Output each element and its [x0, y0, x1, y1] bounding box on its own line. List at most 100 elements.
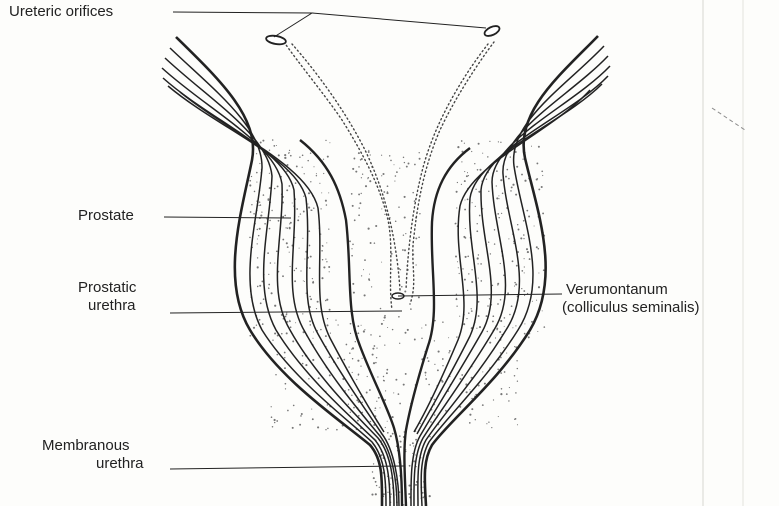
stipple-dot	[524, 266, 525, 267]
stipple-dot	[387, 185, 389, 187]
stipple-dot	[521, 174, 523, 176]
stipple-dot	[475, 189, 476, 190]
stipple-dot	[478, 191, 480, 193]
stipple-dot	[318, 377, 320, 379]
stipple-dot	[521, 288, 522, 289]
stipple-dot	[524, 272, 525, 273]
stipple-dot	[258, 235, 260, 237]
stipple-dot	[476, 328, 477, 329]
stipple-dot	[386, 372, 388, 374]
stipple-dot	[463, 323, 465, 325]
stipple-dot	[400, 446, 402, 448]
stipple-dot	[320, 329, 321, 330]
stipple-dot	[284, 367, 286, 369]
stipple-dot	[386, 192, 388, 194]
stipple-dot	[457, 182, 458, 183]
stipple-dot	[508, 238, 509, 239]
stipple-dot	[350, 323, 352, 325]
stipple-dot	[500, 299, 502, 301]
stipple-dot	[404, 162, 405, 163]
stipple-dot	[455, 256, 457, 258]
stipple-dot	[290, 222, 292, 224]
stipple-dot	[274, 422, 275, 423]
stipple-dot	[326, 204, 328, 206]
stipple-dot	[390, 477, 391, 478]
stipple-dot	[274, 263, 275, 264]
stipple-dot	[289, 223, 290, 224]
stipple-dot	[523, 220, 525, 222]
stipple-dot	[312, 282, 314, 284]
stipple-dot	[379, 487, 380, 488]
ureteric-leader-right	[312, 13, 486, 28]
stipple-dot	[419, 158, 421, 160]
stipple-dot	[385, 390, 386, 391]
stipple-dot	[254, 191, 256, 193]
stipple-dot	[328, 228, 329, 229]
stipple-dot	[303, 211, 305, 213]
stipple-dot	[319, 183, 320, 184]
stipple-dot	[415, 454, 416, 455]
stipple-dot	[506, 353, 507, 354]
stipple-dot	[323, 266, 325, 268]
stipple-dot	[269, 228, 271, 230]
stipple-dot	[381, 208, 382, 209]
stipple-dot	[477, 257, 479, 259]
stipple-dot	[500, 142, 501, 143]
stipple-dot	[292, 427, 294, 429]
stipple-dot	[464, 209, 466, 211]
stipple-dot	[516, 166, 518, 168]
stipple-dot	[404, 249, 406, 251]
stipple-dot	[515, 283, 517, 285]
stipple-dot	[377, 376, 378, 377]
stipple-dot	[406, 166, 408, 168]
stipple-dot	[335, 319, 336, 320]
stipple-dot	[461, 184, 462, 185]
stipple-dot	[370, 421, 372, 423]
stipple-dot	[500, 263, 501, 264]
stipple-dot	[308, 378, 309, 379]
stipple-dot	[408, 485, 410, 487]
stipple-dot	[474, 163, 475, 164]
stipple-dot	[414, 339, 416, 341]
stipple-dot	[364, 294, 366, 296]
stipple-dot	[249, 237, 251, 239]
stipple-dot	[357, 325, 359, 327]
prostatic-urethra-leader	[170, 311, 402, 313]
stipple-dot	[509, 387, 510, 388]
stipple-dot	[277, 185, 279, 187]
stipple-dot	[351, 193, 353, 195]
stipple-dot	[257, 229, 258, 230]
stipple-dot	[466, 175, 468, 177]
stipple-dot	[488, 191, 489, 192]
stipple-dot	[320, 208, 321, 209]
stipple-dot	[268, 274, 269, 275]
stipple-dot	[427, 357, 429, 359]
stipple-dot	[422, 487, 423, 488]
stipple-dot	[361, 325, 362, 326]
stipple-dot	[541, 186, 543, 188]
stipple-dot	[349, 352, 351, 354]
stipple-dot	[289, 228, 291, 230]
stipple-dot	[383, 380, 384, 381]
stipple-dot	[511, 186, 513, 188]
stipple-dot	[368, 177, 369, 178]
stipple-dot	[352, 205, 354, 207]
stipple-dot	[478, 278, 479, 279]
stipple-dot	[415, 264, 416, 265]
stipple-dot	[418, 296, 420, 298]
stipple-dot	[311, 409, 312, 410]
stipple-dot	[475, 206, 476, 207]
stipple-dot	[387, 492, 388, 493]
stipple-dot	[295, 182, 297, 184]
stipple-dot	[404, 196, 406, 198]
stipple-dot	[502, 193, 504, 195]
stipple-dot	[296, 208, 298, 210]
stipple-dot	[509, 314, 511, 316]
stipple-dot	[385, 427, 386, 428]
stipple-dot	[259, 228, 261, 230]
stipple-dot	[401, 286, 403, 288]
stipple-dot	[515, 418, 517, 420]
stipple-dot	[383, 320, 384, 321]
stipple-dot	[261, 280, 263, 282]
stipple-dot	[496, 197, 498, 199]
